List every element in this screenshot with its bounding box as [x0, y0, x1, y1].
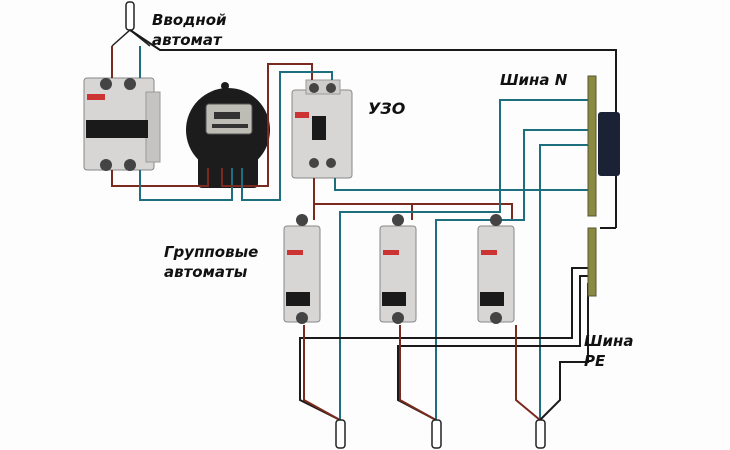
pe-bus — [587, 227, 597, 297]
label-pe-bus-1: Шина — [584, 332, 634, 350]
neutral-wire-load-2 — [435, 129, 590, 420]
label-group-breakers-1: Групповые — [164, 243, 259, 261]
label-input-breaker-2: автомат — [152, 31, 222, 49]
neutral-wire-load-1 — [339, 99, 590, 420]
neutral-wire-rcd-in — [241, 71, 333, 201]
rcd-device — [291, 79, 353, 179]
group-breaker-3 — [477, 214, 515, 324]
label-pe-bus-2: PE — [584, 352, 606, 370]
input-cable-split — [111, 29, 151, 47]
group-breaker-2 — [379, 214, 417, 324]
load-cable-2 — [431, 419, 442, 449]
input-cable — [125, 1, 135, 31]
label-neutral-bus: Шина N — [500, 71, 568, 89]
input-breaker — [83, 77, 161, 171]
load-cable-1 — [335, 419, 346, 449]
ground-wire-load-1 — [299, 267, 592, 421]
phase-wire-load-2 — [399, 325, 437, 421]
phase-wire-rcd-in — [221, 63, 313, 187]
neutral-wire-meter-in — [139, 46, 233, 201]
group-breaker-1 — [283, 214, 321, 324]
neutral-wire-load-3 — [539, 144, 590, 420]
label-rcd: УЗО — [368, 99, 406, 118]
label-group-breakers-2: автоматы — [164, 263, 248, 281]
label-input-breaker-1: Вводной — [152, 11, 227, 29]
neutral-rcd-to-bus — [334, 178, 592, 191]
neutral-bus — [587, 75, 620, 217]
electricity-meter — [186, 82, 270, 188]
load-cable-3 — [535, 419, 546, 449]
phase-wire-load-1 — [303, 325, 341, 421]
phase-distribution-wire — [313, 178, 513, 220]
phase-wire-load-3 — [515, 325, 541, 421]
phase-wire-meter-in — [111, 46, 209, 187]
